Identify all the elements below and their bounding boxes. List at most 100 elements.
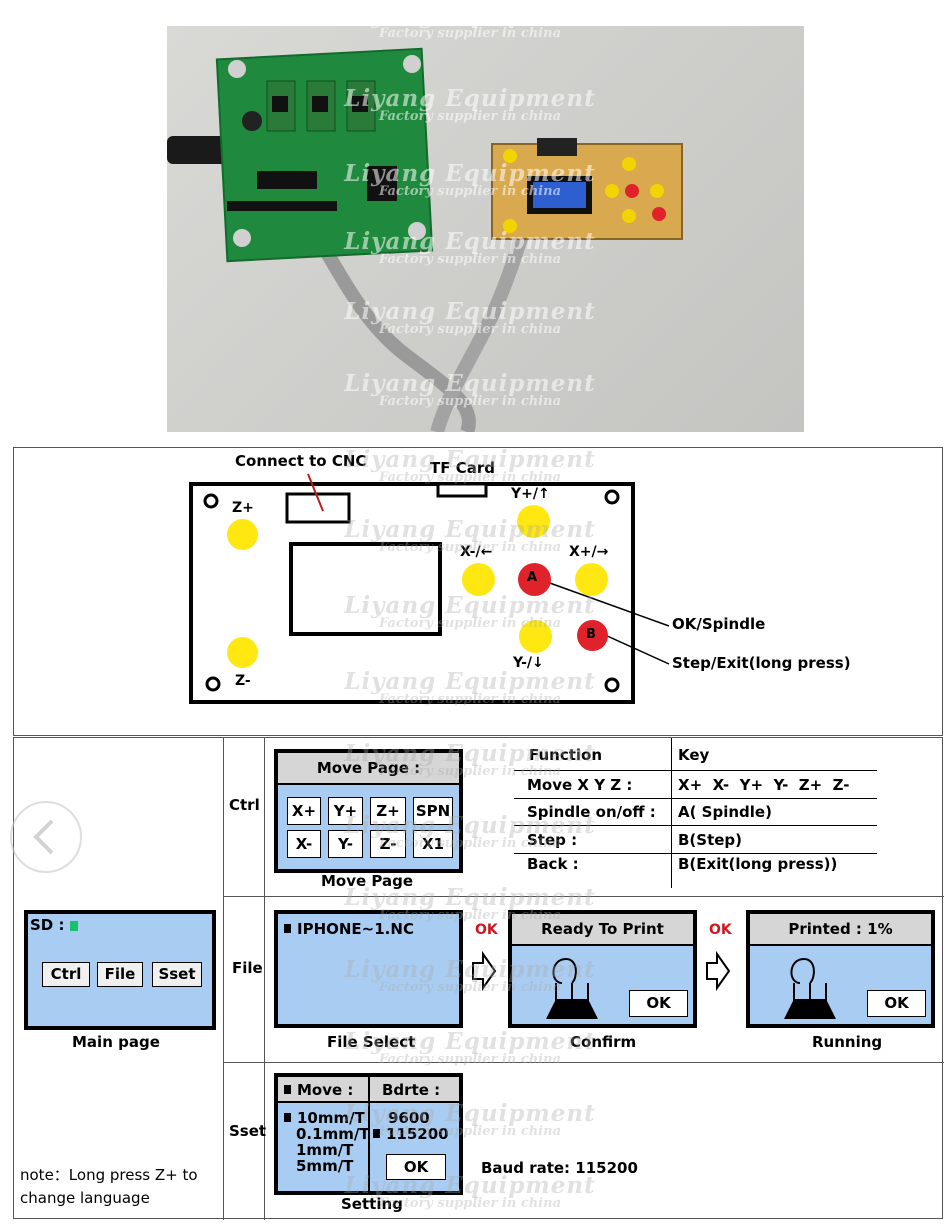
move-page-title: Move Page :: [278, 753, 459, 785]
y-plus-button-icon: [517, 505, 550, 538]
menu-flow-panel: SD : Ctrl File Sset Main page note：Long …: [13, 737, 944, 1220]
file-list-item[interactable]: IPHONE~1.NC: [284, 920, 414, 938]
table-rule: [514, 798, 877, 799]
key-y-plus[interactable]: Y+: [328, 797, 363, 825]
print-vessel-icon: [546, 957, 598, 1019]
running-caption: Running: [812, 1033, 883, 1051]
ok-label: OK: [475, 922, 498, 938]
setting-caption: Setting: [341, 1195, 403, 1213]
print-vessel-icon: [784, 957, 836, 1019]
ok-label: OK: [709, 922, 732, 938]
arrow-right-icon: [706, 951, 731, 991]
table-header-function: Function: [529, 746, 603, 764]
grid-line: [223, 738, 224, 1220]
tf-card-label: TF Card: [430, 459, 495, 477]
selection-marker-icon: [373, 1129, 380, 1138]
table-row-function: Step :: [527, 831, 578, 849]
y-minus-button-icon: [519, 620, 552, 653]
key-spn[interactable]: SPN: [413, 797, 453, 825]
move-option[interactable]: 10mm/T: [284, 1109, 365, 1127]
ctrl-button[interactable]: Ctrl: [42, 962, 90, 987]
running-title: Printed : 1%: [750, 914, 931, 946]
move-page-screen: Move Page : X+ Y+ Z+ SPN X- Y- Z- X1: [274, 749, 463, 873]
move-page-caption: Move Page: [321, 872, 414, 890]
previous-slide-button[interactable]: [10, 801, 82, 873]
table-row-key: B(Exit(long press)): [678, 855, 838, 873]
z-minus-label: Z-: [235, 673, 251, 689]
setting-screen: Move : Bdrte : 10mm/T 0.1mm/T 1mm/T 5mm/…: [274, 1073, 463, 1195]
baud-option[interactable]: 9600: [388, 1109, 430, 1127]
x-minus-label: X-/←: [460, 544, 493, 560]
move-option[interactable]: 0.1mm/T: [296, 1125, 370, 1143]
grid-line: [264, 738, 265, 1220]
a-button-icon: [518, 563, 551, 596]
x-minus-button-icon: [462, 563, 495, 596]
table-row-key: X+ X- Y+ Y- Z+ Z-: [678, 776, 850, 794]
connect-to-cnc-label: Connect to CNC: [235, 452, 367, 470]
language-note: note：Long press Z+ to change language: [20, 1166, 198, 1207]
table-row-function: Move X Y Z :: [527, 776, 633, 794]
grid-line: [223, 896, 944, 897]
setting-ok-button[interactable]: OK: [386, 1154, 446, 1180]
key-x-minus[interactable]: X-: [287, 830, 321, 858]
table-row-function: Back :: [527, 855, 579, 873]
table-row-key: B(Step): [678, 831, 743, 849]
x-plus-button-icon: [575, 563, 608, 596]
board-outline: [189, 473, 670, 704]
product-photo: [167, 26, 804, 432]
selection-marker-icon: [284, 1113, 291, 1122]
file-select-screen: IPHONE~1.NC: [274, 910, 463, 1028]
baud-header: Bdrte :: [382, 1081, 441, 1099]
z-minus-button-icon: [227, 637, 258, 668]
key-z-minus[interactable]: Z-: [370, 830, 406, 858]
y-minus-label: Y-/↓: [513, 655, 544, 671]
move-option[interactable]: 5mm/T: [296, 1157, 354, 1175]
file-select-caption: File Select: [327, 1033, 416, 1051]
ok-spindle-callout: OK/Spindle: [672, 615, 766, 633]
file-button[interactable]: File: [97, 962, 143, 987]
move-option[interactable]: 1mm/T: [296, 1141, 354, 1159]
table-row-function: Spindle on/off :: [527, 803, 656, 821]
sd-label: SD :: [30, 916, 78, 934]
chevron-left-icon: [33, 819, 54, 855]
key-z-plus[interactable]: Z+: [370, 797, 406, 825]
main-page-screen: SD : Ctrl File Sset: [24, 910, 216, 1030]
main-page-caption: Main page: [72, 1033, 160, 1051]
board-diagram-panel: Connect to CNC TF Card Z+ Z- Y+/↑ X-/← A…: [13, 447, 943, 736]
row-label-sset: Sset: [229, 1122, 267, 1140]
row-label-file: File: [232, 959, 263, 977]
table-row-key: A( Spindle): [678, 803, 772, 821]
z-plus-button-icon: [227, 519, 258, 550]
step-exit-callout: Step/Exit(long press): [672, 654, 851, 672]
table-divider: [671, 738, 672, 888]
sset-button[interactable]: Sset: [152, 962, 202, 987]
table-rule: [514, 825, 877, 826]
y-plus-label: Y+/↑: [511, 486, 550, 502]
confirm-ok-button[interactable]: OK: [629, 990, 688, 1017]
running-screen: Printed : 1% OK: [746, 910, 935, 1028]
confirm-title: Ready To Print: [512, 914, 693, 946]
key-x-plus[interactable]: X+: [287, 797, 321, 825]
baud-option[interactable]: 115200: [373, 1125, 449, 1143]
table-rule: [514, 770, 877, 771]
confirm-caption: Confirm: [570, 1033, 637, 1051]
arrow-right-icon: [472, 951, 497, 991]
b-button-label: B: [586, 627, 596, 642]
z-plus-label: Z+: [232, 500, 254, 516]
key-y-minus[interactable]: Y-: [328, 830, 363, 858]
a-button-label: A: [527, 570, 538, 585]
selection-marker-icon: [284, 1085, 291, 1094]
product-photo-drawing: [167, 47, 683, 432]
x-plus-label: X+/→: [569, 544, 609, 560]
sd-status-indicator: [70, 921, 78, 931]
setting-divider: [368, 1077, 370, 1191]
key-x1[interactable]: X1: [413, 830, 453, 858]
baud-rate-note: Baud rate: 115200: [481, 1159, 638, 1177]
b-button-icon: [577, 620, 608, 651]
move-header: Move :: [284, 1081, 353, 1099]
grid-line: [223, 1062, 944, 1063]
running-ok-button[interactable]: OK: [867, 990, 926, 1017]
confirm-screen: Ready To Print OK: [508, 910, 697, 1028]
table-header-key: Key: [678, 746, 710, 764]
row-label-ctrl: Ctrl: [229, 796, 260, 814]
